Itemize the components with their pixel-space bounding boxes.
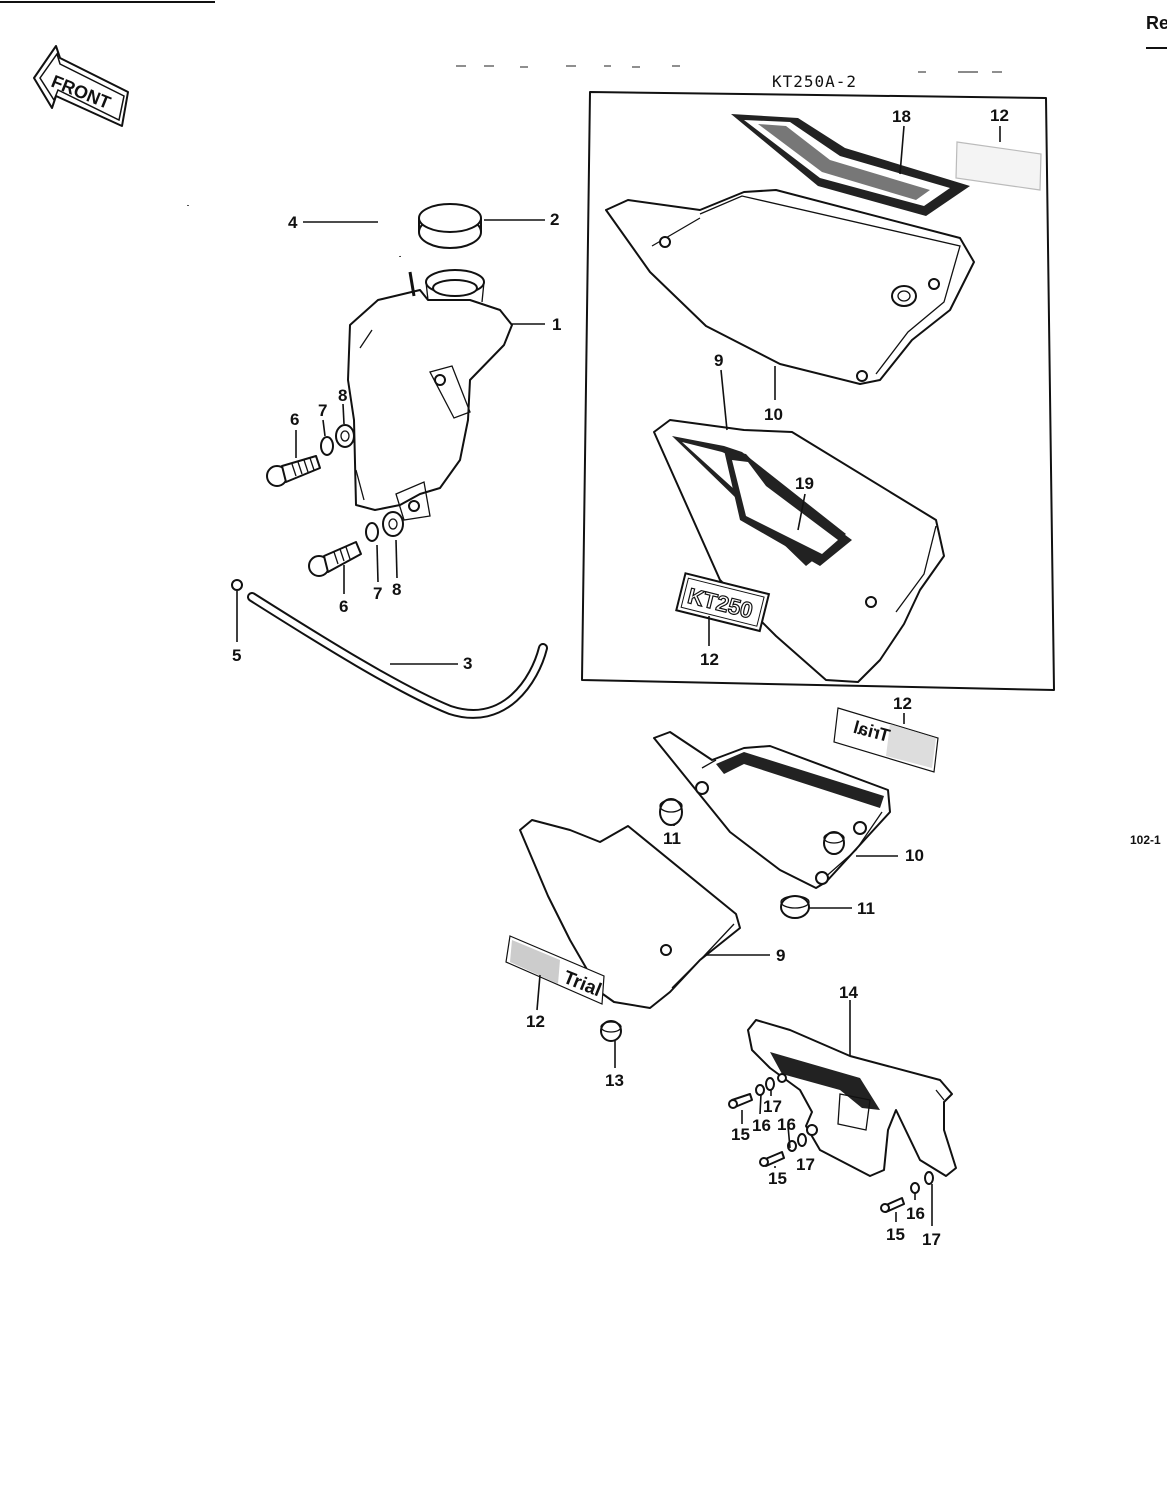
washer-8-lower-hole — [388, 518, 398, 530]
lower-hose-inner — [249, 594, 546, 717]
fastener-set-a — [728, 1077, 775, 1109]
fastener-set-b — [759, 1133, 807, 1167]
callout-16-a: 16 — [752, 1116, 771, 1135]
washer-7-lower — [365, 522, 379, 542]
callout-17-c: 17 — [922, 1230, 941, 1249]
callout-6-upper: 6 — [290, 410, 299, 429]
bolt-upper — [266, 455, 321, 487]
callout-15-a: 15 — [731, 1125, 750, 1144]
reservoir-cap — [418, 203, 482, 249]
callout-15-b: 15 — [768, 1169, 787, 1188]
callout-19: 19 — [795, 474, 814, 493]
callout-9-upper: 9 — [714, 351, 723, 370]
washer-7-upper — [320, 436, 334, 456]
chain-guard-14 — [747, 1019, 957, 1177]
washer-8-upper-hole — [340, 430, 350, 442]
callout-17-b: 17 — [796, 1155, 815, 1174]
callout-3: 3 — [463, 654, 472, 673]
reservoir-tank — [347, 269, 513, 521]
grommet-11-a — [659, 798, 683, 826]
callout-6-lower: 6 — [339, 597, 348, 616]
front-arrow: FRONT — [33, 45, 129, 127]
variant-box: KT250A-2 — [581, 72, 1055, 691]
callout-8-upper: 8 — [338, 386, 347, 405]
callout-numbers: 1 2 3 4 5 6 6 7 7 8 8 9 9 10 10 11 11 12… — [232, 106, 1009, 1249]
callout-12-upper: 12 — [990, 106, 1009, 125]
callout-11-b: 11 — [857, 899, 875, 918]
callout-12-trial: 12 — [526, 1012, 545, 1031]
callout-13: 13 — [605, 1071, 624, 1090]
callout-15-c: 15 — [886, 1225, 905, 1244]
callout-10-upper: 10 — [764, 405, 783, 424]
side-cover-10-upper — [605, 189, 975, 385]
callout-11-a: 11 — [663, 829, 681, 848]
stripe-decal-18 — [731, 114, 970, 216]
callout-9-lower: 9 — [776, 946, 785, 965]
callout-16-c: 16 — [906, 1204, 925, 1223]
callout-7-lower: 7 — [373, 584, 382, 603]
side-cover-9-upper — [653, 419, 945, 683]
fastener-set-c — [880, 1171, 934, 1213]
trial-decal: Trial — [505, 935, 605, 1005]
variant-box-label: KT250A-2 — [772, 72, 857, 91]
callout-1: 1 — [552, 315, 561, 334]
grommet-11-c — [780, 895, 810, 919]
callout-5: 5 — [232, 646, 241, 665]
washer-8-lower — [382, 511, 404, 537]
trial-decal-mirrored: Trial — [833, 707, 939, 773]
upper-hose-inner — [185, 138, 403, 257]
side-code: 102-1 — [1130, 833, 1161, 847]
grommet-11-b — [823, 831, 845, 855]
hose-clip — [231, 579, 243, 591]
side-cover-9-lower — [519, 819, 741, 1009]
callout-18: 18 — [892, 107, 911, 126]
callout-12-trial-mirrored: 12 — [893, 694, 912, 713]
scan-marks — [456, 65, 1002, 73]
washer-8-upper — [335, 424, 355, 448]
callout-16-b: 16 — [777, 1115, 796, 1134]
callout-2: 2 — [550, 210, 559, 229]
callout-12-badge: 12 — [700, 650, 719, 669]
decal-blank-12 — [955, 141, 1042, 191]
page-corner-text: Re — [1146, 13, 1167, 33]
side-cover-10-lower — [653, 731, 891, 889]
leader-lines — [236, 125, 1001, 1226]
callout-17-a: 17 — [763, 1097, 782, 1116]
callout-8-lower: 8 — [392, 580, 401, 599]
callout-7-upper: 7 — [318, 401, 327, 420]
lower-hose — [247, 592, 548, 719]
callout-4: 4 — [288, 213, 298, 232]
grommet-13 — [600, 1020, 622, 1042]
upper-hose — [187, 139, 401, 257]
callout-10-lower: 10 — [905, 846, 924, 865]
callout-14: 14 — [839, 983, 858, 1002]
bolt-lower — [308, 541, 362, 577]
